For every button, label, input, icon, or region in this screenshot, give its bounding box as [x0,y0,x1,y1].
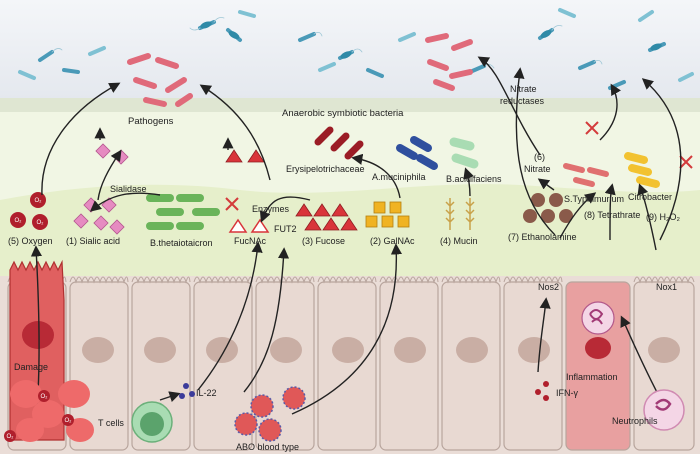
erysipelotrichaceae-label: Erysipelotrichaceae [286,164,365,174]
h2o2-label: (9) H₂O₂ [646,212,680,222]
galnac-label: (2) GalNAc [370,236,415,246]
epithelium [0,276,700,454]
damage-label: Damage [14,362,48,372]
pathogens-label: Pathogens [128,116,174,127]
mucin-label: (4) Mucin [440,236,478,246]
o2-symbol: O₂ [15,218,23,224]
pathogen-cluster-left [127,53,193,107]
abo-blood-type-label: ABO blood type [236,442,299,452]
fucose-label: (3) Fucose [302,236,345,246]
s-typhimurium-label: S.Typhimurium [564,194,624,204]
fucnac-label: FucNAc [234,236,267,246]
sialic-acid-label: (1) Sialic acid [66,236,120,246]
b-acidifaciens-label: B.acidifaciens [446,174,502,184]
labels: Pathogens Anaerobic symbiotic bacteria N… [8,84,680,452]
il22-label: IL-22 [196,388,217,398]
outer-mucus-band [0,98,700,112]
oxygen-label: (5) Oxygen [8,236,53,246]
il22-molecules [179,383,195,399]
inflammation-label: Inflammation [566,372,618,382]
galnac-molecules [365,201,410,228]
bthetaiotaicron-bacteria [146,194,220,230]
b-thetaiotaicron-label: B.thetaiotaicron [150,238,213,248]
o2-symbol: O₂ [7,434,15,440]
nitrate-reductases-label-1: Nitrate [510,84,537,94]
ethanolamine-molecules [523,193,573,223]
o2-symbol: O₂ [35,198,43,204]
o2-symbol: O₂ [65,418,73,424]
ifn-gamma-molecules [535,381,549,401]
acidifaciens-bacteria [449,137,479,169]
t-cell [131,401,173,443]
anaerobic-bacteria-label: Anaerobic symbiotic bacteria [282,108,404,119]
red-blood-cells [4,380,94,442]
ifn-gamma-label: IFN-γ [556,388,578,398]
mucin-glycoproteins [445,198,475,230]
ethanolamine-label: (7) Ethanolamine [508,232,577,242]
citrobacter-label: Citrobacter [628,192,672,202]
neutrophils-label: Neutrophils [612,416,658,426]
inflamed-cell-contents [581,301,615,359]
nitrate-reductases-label-2: reductases [500,96,545,106]
a-muciniphila-label: A.muciniphila [372,172,426,182]
arrows [30,56,682,421]
akkermansia-bacteria [396,136,438,170]
o2-symbol: O₂ [37,220,45,226]
nitrate-6-num-label: (6) [534,152,545,162]
nox1-label: Nox1 [656,282,677,292]
enzymes-label: Enzymes [252,204,290,214]
salmonella-bacteria [563,163,609,187]
abo-blood-cells [234,386,306,442]
tetrathrate-label: (8) Tetrathrate [584,210,640,220]
pathogen-cluster-right [425,33,473,91]
nos2-label: Nos2 [538,282,559,292]
sialidase-label: Sialidase [110,184,147,194]
o2-symbol: O₂ [41,394,49,400]
fut2-label: FUT2 [274,224,297,234]
nitrate-6-label: Nitrate [524,164,551,174]
oxygen-molecules [10,192,48,230]
neutrophil [643,389,685,431]
erysipelotrichaceae-bacteria [314,126,364,160]
inhibition-marks [225,121,693,211]
lumen-region [0,0,700,100]
fucose-molecules [225,149,358,231]
t-cells-label: T cells [98,418,124,428]
o2-symbols: O₂ O₂ O₂ O₂ O₂ O₂ [7,198,73,440]
fucnac-molecules [228,218,270,233]
citrobacter-bacteria [624,152,660,188]
